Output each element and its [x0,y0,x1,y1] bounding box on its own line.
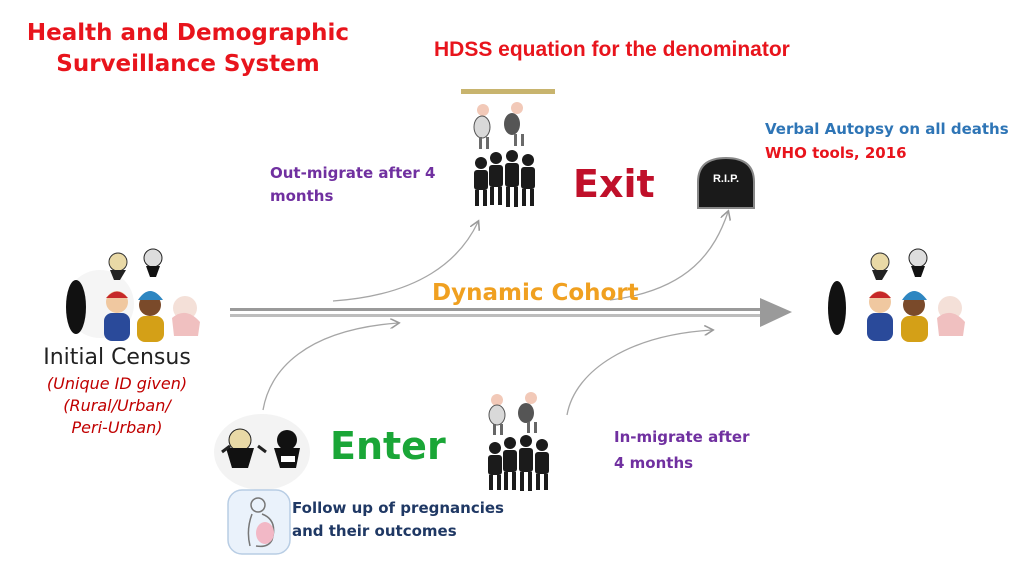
pregnancy-line-2: and their outcomes [292,522,457,540]
census-detail-3: Peri-Urban) [71,418,163,437]
page-subtitle: HDSS equation for the denominator [434,38,790,61]
census-detail-2: (Rural/Urban/ [63,396,171,415]
verbal-autopsy-note: Verbal Autopsy on all deaths WHO tools, … [765,117,1009,165]
out-migrant-walkers-icon [473,102,535,207]
in-migrant-walkers-icon [488,392,549,491]
out-migrate-line-2: months [270,187,334,205]
census-detail-1: (Unique ID given) [46,374,188,393]
divider-bar [461,89,555,94]
title-line-2: Surveillance System [56,51,320,77]
in-migrate-line-2: 4 months [614,454,694,472]
out-migrate-label: Out-migrate after 4 months [270,162,435,208]
initial-census-label: Initial Census (Unique ID given) (Rural/… [22,343,212,439]
cohort-people-icon [828,248,965,342]
tombstone-text: R.I.P. [713,173,739,185]
pregnancy-line-1: Follow up of pregnancies [292,499,504,517]
enter-label: Enter [330,424,446,468]
tombstone-icon: R.I.P. [697,156,755,209]
pregnancy-icon [227,489,291,555]
exit-label: Exit [573,162,655,206]
initial-census-title: Initial Census [43,345,191,370]
out-migrate-arrow [332,222,478,302]
in-migrate-arrow [566,330,712,416]
birth-enter-arrow [262,323,398,411]
newborn-babies-icon [214,414,310,490]
census-people-icon [66,248,200,342]
pregnancy-follow-up-label: Follow up of pregnancies and their outco… [292,497,504,543]
verbal-autopsy-line-1: Verbal Autopsy on all deaths [765,120,1009,138]
title-line-1: Health and Demographic [26,20,350,46]
death-arrow [609,212,728,301]
out-migrate-line-1: Out-migrate after 4 [270,164,436,182]
dynamic-cohort-label: Dynamic Cohort [432,280,639,306]
in-migrate-label: In-migrate after 4 months [614,424,749,476]
main-cohort-arrow [230,298,792,327]
verbal-autopsy-line-2: WHO tools, 2016 [765,144,907,162]
page-title: Health and Demographic Surveillance Syst… [18,18,358,80]
in-migrate-line-1: In-migrate after [614,428,750,446]
